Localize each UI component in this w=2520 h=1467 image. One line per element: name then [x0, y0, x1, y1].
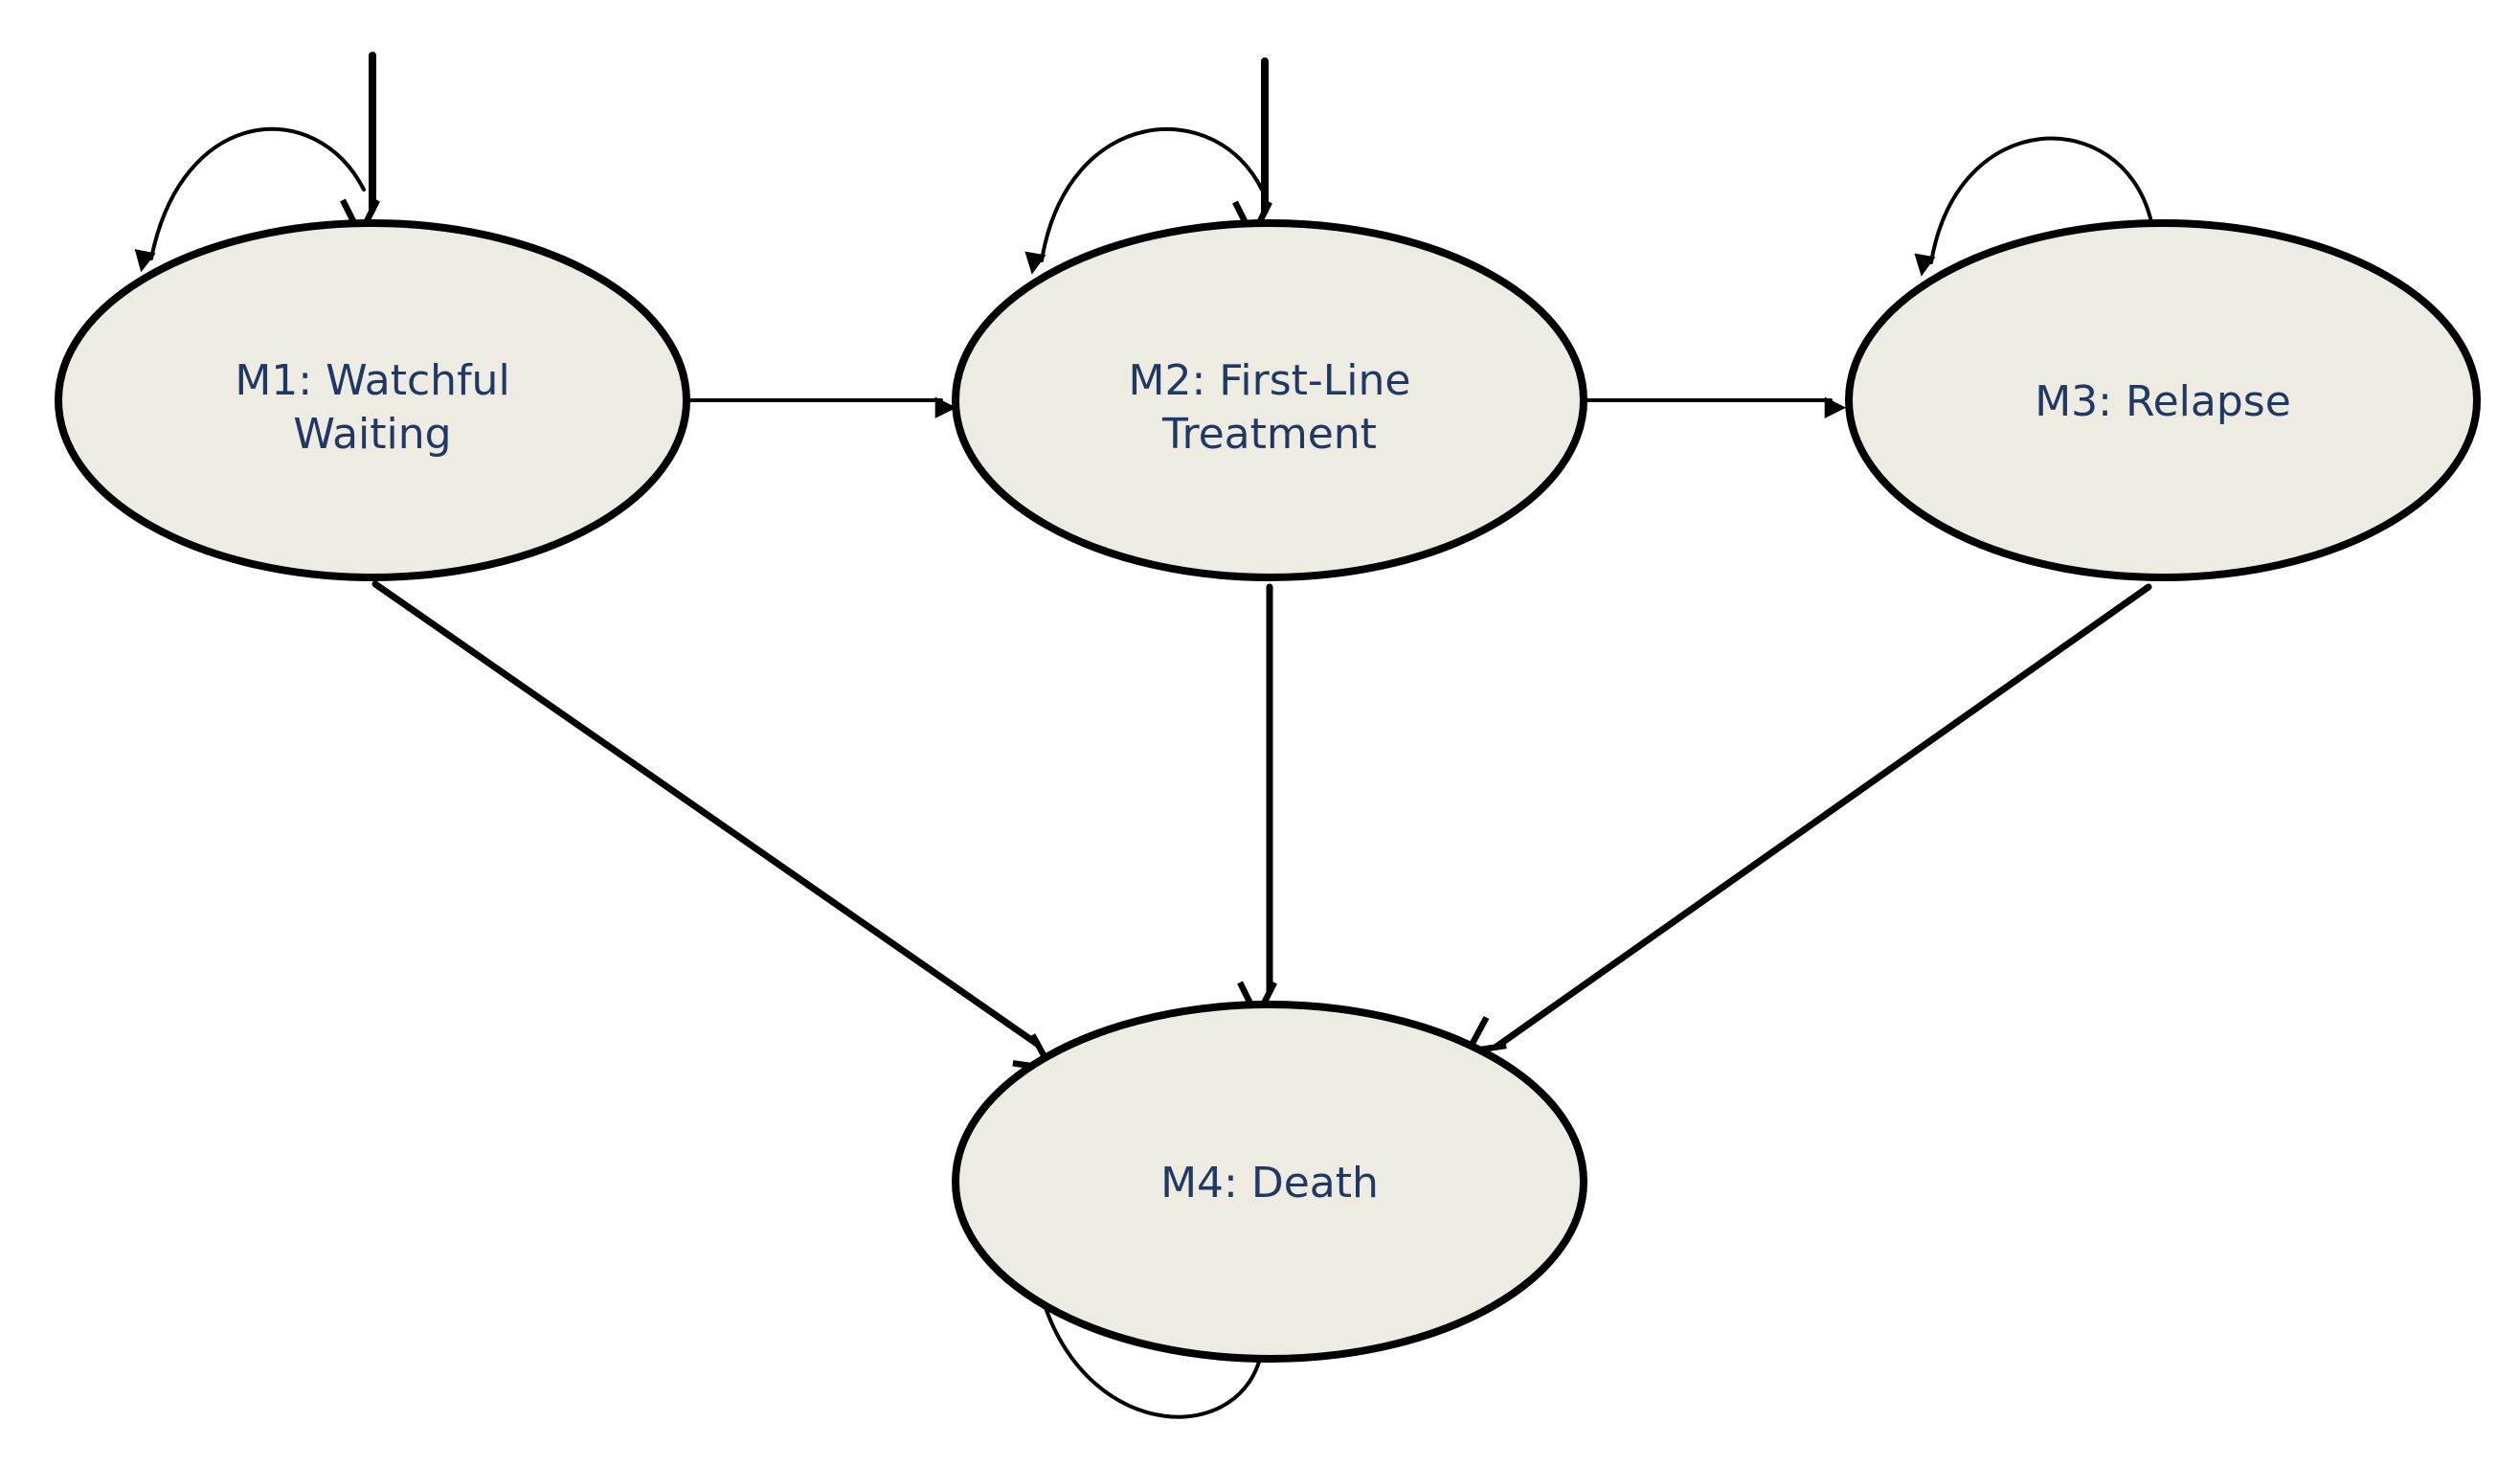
transition-m1-to-m4: [371, 580, 1057, 1073]
state-m1-shape: [55, 219, 690, 581]
state-m3: M3: Relapse: [1845, 219, 2481, 581]
self-loop-m4: [1042, 1285, 1264, 1419]
state-m1: M1: Watchful Waiting: [55, 219, 690, 581]
self-loop-m2: [1024, 126, 1264, 275]
state-m2-label-line2: Treatment: [1161, 410, 1377, 459]
state-m4-shape: [952, 1001, 1587, 1363]
state-m3-label: M3: Relapse: [2035, 377, 2291, 426]
state-m3-shape: [1845, 219, 2481, 581]
self-loop-m3: [1914, 136, 2152, 277]
transition-m3-to-m4: [1462, 583, 2152, 1056]
self-loop-m1: [134, 126, 366, 273]
state-m4-label: M4: Death: [1160, 1159, 1379, 1207]
state-m1-label-line2: Waiting: [293, 410, 451, 459]
state-m2-label-line1: M2: First-Line: [1129, 356, 1411, 405]
state-m4: M4: Death: [952, 1001, 1587, 1363]
state-m1-label-line1: M1: Watchful: [235, 356, 509, 405]
state-m2-shape: [952, 219, 1587, 581]
state-m2: M2: First-Line Treatment: [952, 219, 1587, 581]
